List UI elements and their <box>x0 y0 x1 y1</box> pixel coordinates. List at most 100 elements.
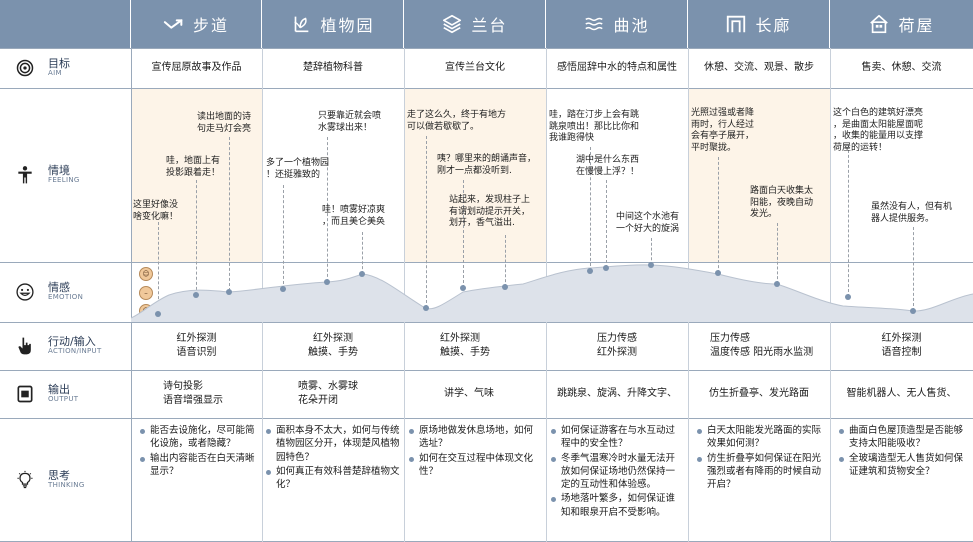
feeling-note: 读出地面的诗 句走马灯会亮 <box>197 112 252 134</box>
output-cell: 跳跳泉、旋涡、升降文字、 <box>557 387 677 399</box>
note-leader-line <box>283 185 284 289</box>
emotion-curve <box>131 262 973 322</box>
column-title: 荷屋 <box>898 16 935 35</box>
note-leader-line <box>362 232 363 274</box>
feeling-note: 走了这么久，终于有地方 可以做若歇歇了。 <box>407 110 507 132</box>
emotion-point <box>587 268 593 274</box>
output-item: 诗句投影 <box>163 380 203 392</box>
output-item: 花朵开闭 <box>298 395 338 406</box>
feeling-highlight <box>688 88 830 262</box>
aim-cell: 休憩、交流、观景、散步 <box>704 61 814 73</box>
aim-cell: 宣传兰台文化 <box>445 61 505 73</box>
row-label-en: FEELING <box>48 176 80 185</box>
grid-line <box>0 88 973 89</box>
aim-cell: 宣传屈原故事及作品 <box>151 61 242 73</box>
grid-line <box>0 370 973 371</box>
note-leader-line <box>196 180 197 295</box>
pointer-hand-icon <box>14 335 36 357</box>
layers-icon <box>441 13 463 35</box>
column-title: 长廊 <box>755 16 792 35</box>
row-label-en: AIM <box>48 69 62 78</box>
feeling-note: 湖中是什么东西 在慢慢上浮？！ <box>576 155 640 177</box>
action-item: 压力传感 <box>710 332 750 344</box>
note-leader-line <box>327 137 328 282</box>
thinking-item: 冬季气温寒冷时水量无法开放如何保证场地仍然保持一定的互动性和体验感。 <box>551 452 684 492</box>
emotion-point <box>845 294 851 300</box>
row-label-cn: 情境 <box>48 164 70 178</box>
output-item: 语音增强显示 <box>163 395 223 406</box>
note-leader-line <box>426 136 427 308</box>
action-item: 触摸、手势 <box>440 347 490 358</box>
column-title: 步道 <box>192 16 229 35</box>
feeling-note: 站起来，发现柱子上 有谓划动提示开关， 划开，香气溢出. <box>449 195 531 229</box>
grid-line <box>830 48 831 542</box>
column-header-botanical: 植物园 <box>262 0 404 48</box>
feeling-note: 这个白色的建筑好漂亮 ，是曲面太阳能屋面呢 ，收集的能量用以支撑 荷屋的运转！ <box>833 108 924 154</box>
feeling-note: 虽然没有人，但有机 器人提供服务。 <box>871 202 953 224</box>
thinking-item: 面积本身不太大，如何与传统植物园区分开，体现楚风植物园特色？ <box>266 424 400 464</box>
output-cell: 讲学、气味 <box>444 387 494 399</box>
action-cell: 红外探测 触摸、手势 <box>404 322 546 370</box>
feeling-note: 哇！喷雾好凉爽 ，而且美仑美奂 <box>322 205 386 227</box>
thinking-item: 曲面白色屋顶造型是否能够支持太阳能吸收？ <box>839 424 969 451</box>
feeling-highlight <box>404 88 546 262</box>
row-label-en: OUTPUT <box>48 395 79 404</box>
feeling-note: 多了一个植物园 ！还挺雅致的 <box>266 158 330 180</box>
action-item: 红外探测 <box>313 332 353 344</box>
note-leader-line <box>777 223 778 284</box>
thinking-item: 场地落叶繁多，如何保证谁知和眼泉开启不受影响。 <box>551 492 684 519</box>
action-item: 温度传感 阳光雨水监测 <box>710 347 814 358</box>
row-label-cn: 思考 <box>48 468 70 482</box>
output-cell: 诗句投影 语音增强显示 <box>131 370 262 418</box>
feeling-note: 哇，踏在汀步上会有跳 跳泉喷出！那比比你和 我谁跑得快 <box>549 110 640 144</box>
grid-line <box>0 322 973 323</box>
row-label-cn: 目标 <box>48 57 70 71</box>
feeling-note: 咦？哪里来的朗诵声音， 刚才一点都没听到. <box>437 154 537 176</box>
emotion-point <box>910 308 916 314</box>
note-leader-line <box>848 145 849 297</box>
neutral-face-icon: – <box>139 286 153 300</box>
action-item: 触摸、手势 <box>308 347 358 358</box>
emotion-point <box>155 311 161 317</box>
note-leader-line <box>229 137 230 291</box>
column-header-lotus-house: 荷屋 <box>830 0 973 48</box>
emotion-point <box>324 279 330 285</box>
output-cell: 仿生折叠亭、发光路面 <box>709 387 809 399</box>
happy-face-icon: ☺ <box>139 267 153 281</box>
feeling-note: 路面白天收集太 阳能，夜晚自动 发光。 <box>750 186 814 220</box>
target-icon <box>14 57 36 79</box>
smiley-icon <box>14 281 36 303</box>
column-header-walkway: 步道 <box>131 0 262 48</box>
emotion-point <box>502 284 508 290</box>
aim-cell: 售卖、休憩、交流 <box>861 61 942 73</box>
thinking-cell: 白天太阳能发光路面的实际效果如何测？ 仿生折叠亭如何保证在阳光强烈或者有降雨的时… <box>697 424 826 492</box>
emotion-point <box>603 265 609 271</box>
thinking-cell: 能否去设施化，尽可能简化设施，或者隐藏？ 输出内容能否在白天清晰显示？ <box>140 424 257 479</box>
header-corner <box>0 0 131 48</box>
display-icon <box>14 383 36 405</box>
grid-line <box>131 48 132 542</box>
emotion-point <box>460 285 466 291</box>
row-label-cn: 输出 <box>48 383 70 397</box>
thinking-item: 输出内容能否在白天清晰显示？ <box>140 452 257 479</box>
note-leader-line <box>505 235 506 287</box>
feeling-note: 中间这个水池有 一个好大的旋涡 <box>616 212 680 234</box>
feeling-note: 只要靠近就会喷 水雾球出来！ <box>318 111 382 133</box>
action-cell: 压力传感 温度传感 阳光雨水监测 <box>688 322 830 370</box>
row-label-en: THINKING <box>48 480 85 489</box>
row-label-cn: 情感 <box>48 281 70 295</box>
thinking-cell: 如何保证游客在与水互动过程中的安全性？ 冬季气温寒冷时水量无法开放如何保证场地仍… <box>551 424 684 520</box>
row-label-en: EMOTION <box>48 293 84 302</box>
action-item: 红外探测 <box>881 332 922 344</box>
action-item: 压力传感 <box>597 332 637 344</box>
column-header-corridor: 长廊 <box>688 0 830 48</box>
column-title: 曲池 <box>613 16 650 35</box>
aim-cell: 楚辞植物科普 <box>303 61 363 73</box>
output-cell: 智能机器人、无人售货、 <box>846 387 957 399</box>
thinking-item: 如何真正有效科普楚辞植物文化？ <box>266 465 400 492</box>
action-item: 语音控制 <box>881 347 922 358</box>
